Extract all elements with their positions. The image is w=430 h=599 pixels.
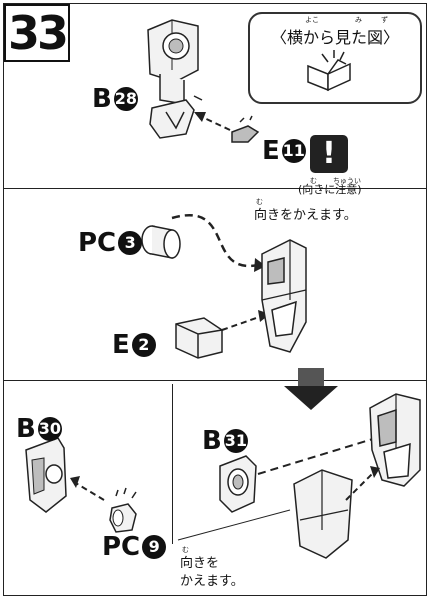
turn-note-1-ruby: む xyxy=(256,198,263,206)
side-view-inset: よこ み ず 〈横から見た図〉 xyxy=(248,12,422,104)
rotated-body-drawing xyxy=(261,239,307,353)
label-b28-number: 28 xyxy=(113,87,138,111)
caution-ruby-2: ちゅうい xyxy=(333,177,361,185)
label-e2-number: 2 xyxy=(131,333,156,357)
label-pc3-number: 3 xyxy=(118,231,143,255)
label-e11-number: 11 xyxy=(281,139,306,163)
caution-note: (向きに注意) xyxy=(298,183,362,196)
down-arrow-icon xyxy=(284,368,338,410)
caution-ruby-1: む xyxy=(310,177,317,185)
side-view-ruby-1: よこ xyxy=(305,16,319,24)
section-divider-2 xyxy=(3,380,427,381)
final-assembly-drawing xyxy=(369,393,421,487)
label-b30-number: 30 xyxy=(37,417,62,441)
side-view-ruby-2: み xyxy=(355,16,362,24)
part-pc9-drawing xyxy=(109,487,137,533)
part-b28-drawing xyxy=(147,19,203,139)
warning-icon: ! xyxy=(310,135,348,173)
step-number: 33 xyxy=(4,4,70,62)
part-e11-drawing xyxy=(194,112,260,143)
label-pc9-letter: PC xyxy=(102,532,141,562)
label-pc3-letter: PC xyxy=(78,228,117,258)
side-view-part-illustration xyxy=(307,50,351,92)
label-b31-number: 31 xyxy=(223,429,248,453)
turn-around-note-2-line1: 向きを xyxy=(180,556,220,571)
side-view-ruby-3: ず xyxy=(381,16,388,24)
panel-divider xyxy=(172,384,173,544)
page-border xyxy=(3,3,427,596)
label-b30-letter: B xyxy=(16,414,36,444)
label-b28-letter: B xyxy=(92,84,112,114)
turn-note-2-ruby: む xyxy=(182,546,189,554)
section-divider-1 xyxy=(3,188,427,189)
waist-part-drawing xyxy=(177,466,380,559)
label-b31-letter: B xyxy=(202,426,222,456)
label-pc9-number: 9 xyxy=(142,535,167,559)
side-view-label: 〈横から見た図〉 xyxy=(270,28,399,47)
part-b30-drawing xyxy=(25,437,105,513)
label-e11-letter: E xyxy=(262,136,280,166)
part-pc3-drawing xyxy=(141,214,266,272)
turn-around-note-1: 向きをかえます。 xyxy=(254,208,357,223)
turn-around-note-2-line2: かえます。 xyxy=(180,574,244,589)
part-e2-drawing xyxy=(175,310,270,359)
label-e2-letter: E xyxy=(112,330,130,360)
